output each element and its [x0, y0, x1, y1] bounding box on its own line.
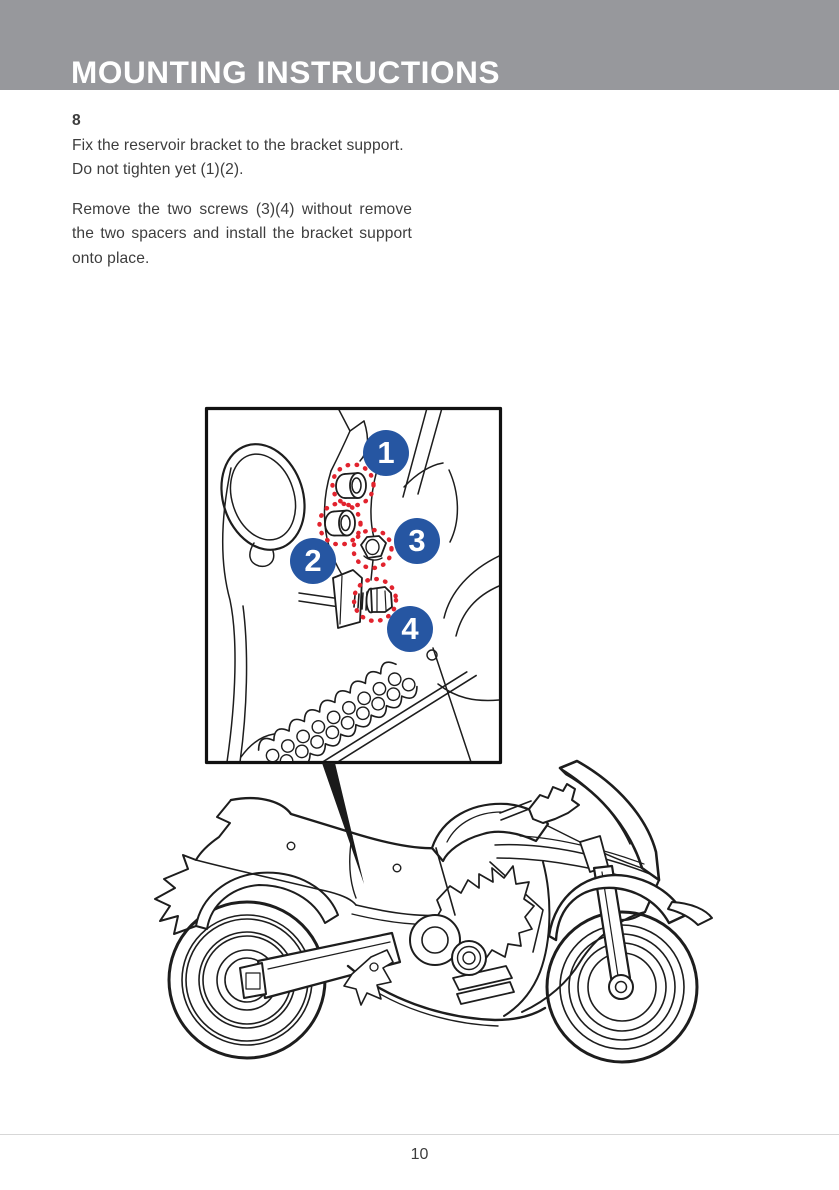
engine-detail	[409, 847, 535, 976]
step-number: 8	[72, 112, 81, 129]
screw-2	[324, 509, 356, 537]
mirror	[499, 783, 580, 824]
paragraph-line: onto place.	[72, 249, 150, 267]
paragraph-line: Remove the two screws (3)(4) without rem…	[72, 200, 412, 218]
callout-badge-2: 2	[290, 538, 336, 584]
callout-badge-1: 1	[363, 430, 409, 476]
paragraph-line: Fix the reservoir bracket to the bracket…	[72, 136, 404, 154]
front-fender	[547, 873, 713, 942]
chain	[257, 661, 477, 761]
paragraph-line: Do not tighten yet (1)(2).	[72, 161, 244, 179]
diagram-box-line-art	[220, 410, 499, 761]
footpeg-bracket	[343, 949, 394, 1006]
chain-roller-loose	[426, 649, 438, 661]
screw-1	[335, 472, 367, 499]
diagram-box	[204, 406, 503, 765]
header-bar: MOUNTING INSTRUCTIONS	[0, 0, 839, 90]
paragraph-line: the two spacers and install the bracket …	[72, 225, 412, 243]
tail-section	[154, 796, 445, 935]
footer-divider	[0, 1134, 839, 1135]
fuel-tank	[430, 802, 550, 863]
dotted-circle-3	[351, 527, 394, 571]
bracket-plate	[332, 569, 363, 629]
dotted-circle-2	[317, 501, 363, 547]
screw-3	[360, 535, 387, 561]
instruction-text: 8 Fix the reservoir bracket to the brack…	[72, 109, 412, 272]
page-title: MOUNTING INSTRUCTIONS	[71, 54, 501, 90]
dotted-circle-4	[351, 576, 399, 624]
pointer-wedge	[322, 763, 364, 884]
dotted-circle-1	[330, 462, 376, 508]
rear-fender	[195, 871, 339, 930]
paragraph-1: Fix the reservoir bracket to the bracket…	[72, 134, 412, 183]
page-number: 10	[410, 1146, 429, 1163]
front-fork	[579, 835, 634, 1000]
callout-badge-3: 3	[394, 518, 440, 564]
swingarm	[239, 931, 402, 1000]
callout-badge-4: 4	[387, 606, 433, 652]
paragraph-2: Remove the two screws (3)(4) without rem…	[72, 198, 412, 272]
motorcycle-illustration	[154, 759, 713, 1064]
